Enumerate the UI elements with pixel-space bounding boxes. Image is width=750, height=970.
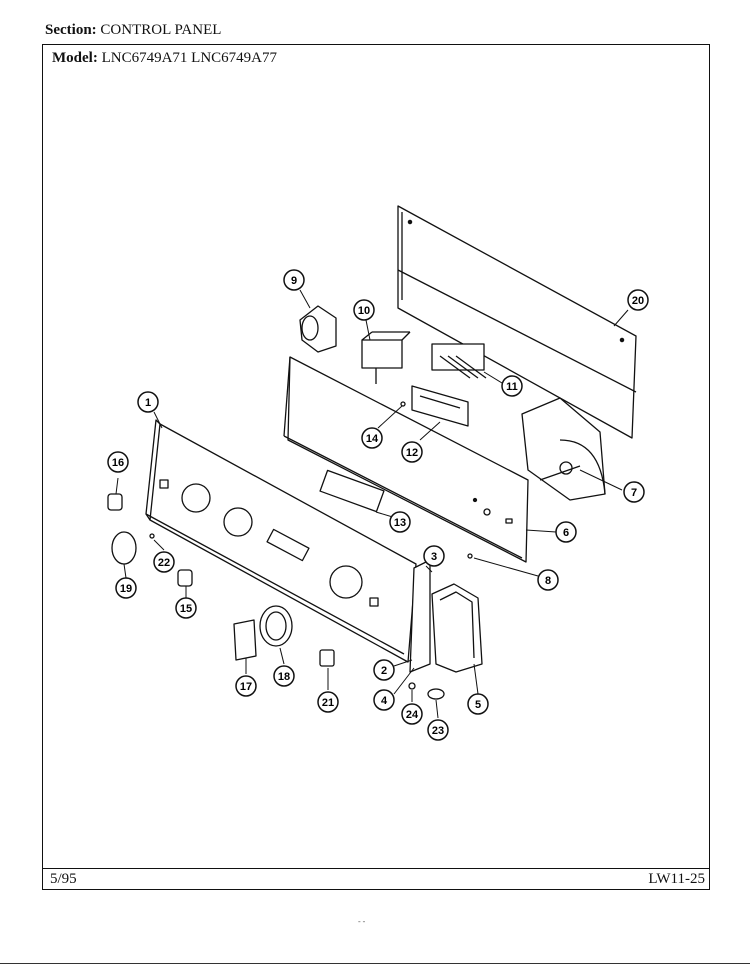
callout-1: 1 <box>137 391 159 413</box>
callout-13: 13 <box>389 511 411 533</box>
svg-text:1: 1 <box>145 397 151 409</box>
footer-divider <box>42 868 710 869</box>
callout-20: 20 <box>627 289 649 311</box>
callout-labels: 1 2 3 4 5 6 7 8 9 10 11 12 13 14 15 16 1… <box>107 269 649 741</box>
svg-text:24: 24 <box>406 709 419 721</box>
relay-part <box>361 331 411 384</box>
callout-4: 4 <box>373 689 395 711</box>
section-heading: Section: CONTROL PANEL <box>45 22 221 39</box>
svg-text:16: 16 <box>112 457 124 469</box>
callout-16: 16 <box>107 451 129 473</box>
svg-text:14: 14 <box>366 433 379 445</box>
svg-text:20: 20 <box>632 295 644 307</box>
svg-text:5: 5 <box>475 699 481 711</box>
callout-12: 12 <box>401 441 423 463</box>
callout-7: 7 <box>623 481 645 503</box>
revision-date: 5/95 <box>50 871 77 887</box>
switch-part <box>299 305 337 353</box>
callout-3: 3 <box>423 545 445 567</box>
svg-text:6: 6 <box>563 527 569 539</box>
exploded-parts-diagram: 1 2 3 4 5 6 7 8 9 10 11 12 13 14 15 16 1… <box>107 205 649 741</box>
callout-23: 23 <box>427 719 449 741</box>
svg-text:2: 2 <box>381 665 387 677</box>
callout-18: 18 <box>273 665 295 687</box>
svg-text:15: 15 <box>180 603 192 615</box>
svg-text:11: 11 <box>506 381 518 393</box>
svg-text:22: 22 <box>158 557 170 569</box>
callout-9: 9 <box>283 269 305 291</box>
rear-panel-part <box>397 205 637 439</box>
callout-10: 10 <box>353 299 375 321</box>
side-strip-part <box>409 559 431 673</box>
control-panel-part <box>145 419 417 663</box>
scan-mark: - - <box>358 917 366 926</box>
page-code: LW11-25 <box>648 871 705 887</box>
svg-text:17: 17 <box>240 681 252 693</box>
callout-24: 24 <box>401 703 423 725</box>
callout-5: 5 <box>467 693 489 715</box>
callout-11: 11 <box>501 375 523 397</box>
svg-text:19: 19 <box>120 583 132 595</box>
model-value: LNC6749A71 LNC6749A77 <box>101 50 277 66</box>
svg-text:12: 12 <box>406 447 418 459</box>
svg-text:3: 3 <box>431 551 437 563</box>
callout-leaders <box>115 289 629 719</box>
small-parts <box>107 401 473 700</box>
callout-19: 19 <box>115 577 137 599</box>
svg-text:18: 18 <box>278 671 290 683</box>
page-bottom-rule <box>0 963 750 964</box>
svg-text:13: 13 <box>394 517 406 529</box>
svg-text:23: 23 <box>432 725 444 737</box>
model-label: Model: <box>52 50 98 66</box>
callout-15: 15 <box>175 597 197 619</box>
callout-17: 17 <box>235 675 257 697</box>
callout-2: 2 <box>373 659 395 681</box>
svg-text:8: 8 <box>545 575 551 587</box>
section-label: Section: <box>45 22 97 38</box>
svg-text:4: 4 <box>381 695 388 707</box>
model-heading: Model: LNC6749A71 LNC6749A77 <box>52 50 277 67</box>
callout-8: 8 <box>537 569 559 591</box>
timer-part <box>521 397 606 501</box>
diagram-frame <box>42 44 710 890</box>
section-value: CONTROL PANEL <box>100 22 222 38</box>
end-cap-part <box>431 583 483 673</box>
svg-text:7: 7 <box>631 487 637 499</box>
svg-text:9: 9 <box>291 275 297 287</box>
svg-text:10: 10 <box>358 305 370 317</box>
callout-14: 14 <box>361 427 383 449</box>
terminal-block-part <box>431 343 487 379</box>
callout-21: 21 <box>317 691 339 713</box>
bracket-part <box>411 385 469 427</box>
callout-22: 22 <box>153 551 175 573</box>
svg-text:21: 21 <box>322 697 334 709</box>
callout-6: 6 <box>555 521 577 543</box>
